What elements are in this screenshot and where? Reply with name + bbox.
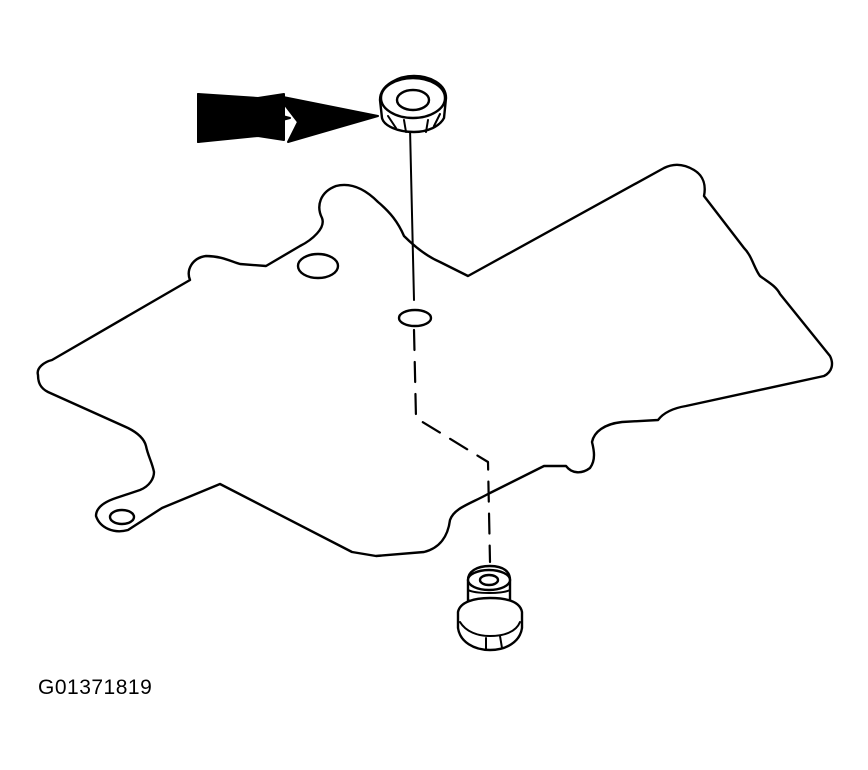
figure-reference-code: G01371819 bbox=[38, 676, 153, 699]
plate-hole-center bbox=[397, 308, 433, 328]
plate-hole-upper bbox=[296, 252, 340, 280]
gasket-plate bbox=[36, 163, 834, 558]
double-arrow-icon bbox=[197, 93, 379, 143]
alignment-line-upper bbox=[409, 127, 415, 301]
nut-icon bbox=[378, 74, 448, 134]
screw-icon bbox=[456, 564, 524, 652]
plate-hole-tab bbox=[108, 508, 136, 526]
hidden-line bbox=[412, 328, 492, 564]
